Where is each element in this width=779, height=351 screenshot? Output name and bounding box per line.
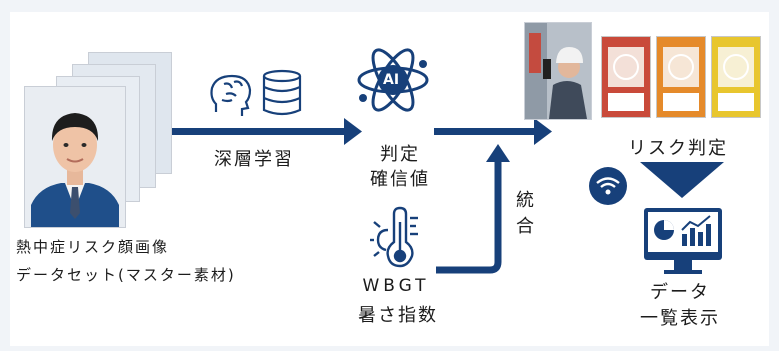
risk-label: リスク判定 (628, 138, 728, 159)
deep-learning-label: 深層学習 (214, 149, 294, 170)
arrow-dataset-to-ai (172, 118, 362, 145)
ai-label-line1: 判定 (380, 144, 420, 165)
display-label-line1: データ (650, 282, 710, 303)
person-portrait-icon (25, 87, 125, 227)
display-label-line2: 一覧表示 (640, 308, 720, 329)
monitor-chart-icon (644, 208, 722, 274)
risk-card-yellow (711, 36, 761, 118)
wbgt-label-line2: 暑さ指数 (358, 305, 438, 326)
ai-atom-icon (357, 48, 429, 112)
worker-photo (524, 22, 592, 120)
arrow-wbgt-to-merge (436, 144, 510, 274)
arrow-ai-to-risk (434, 118, 552, 145)
thermometer-sun-icon (370, 206, 418, 268)
dataset-label-line1: 熱中症リスク顔画像 (16, 238, 170, 256)
wifi-icon (589, 167, 627, 205)
dataset-label-line2: データセット(マスター素材) (16, 266, 236, 284)
risk-card-red (601, 36, 651, 118)
ai-label-line2: 確信値 (370, 169, 430, 190)
face-photo-front (24, 86, 126, 228)
database-icon (262, 69, 302, 116)
integration-label-2: 合 (516, 216, 536, 237)
brain-icon (210, 74, 252, 116)
ai-icon-text: AI (383, 72, 400, 88)
integration-label-1: 統 (516, 190, 536, 211)
wbgt-label-line1: WBGT (362, 276, 430, 296)
risk-to-display-arrow (640, 162, 724, 198)
risk-card-orange (656, 36, 706, 118)
